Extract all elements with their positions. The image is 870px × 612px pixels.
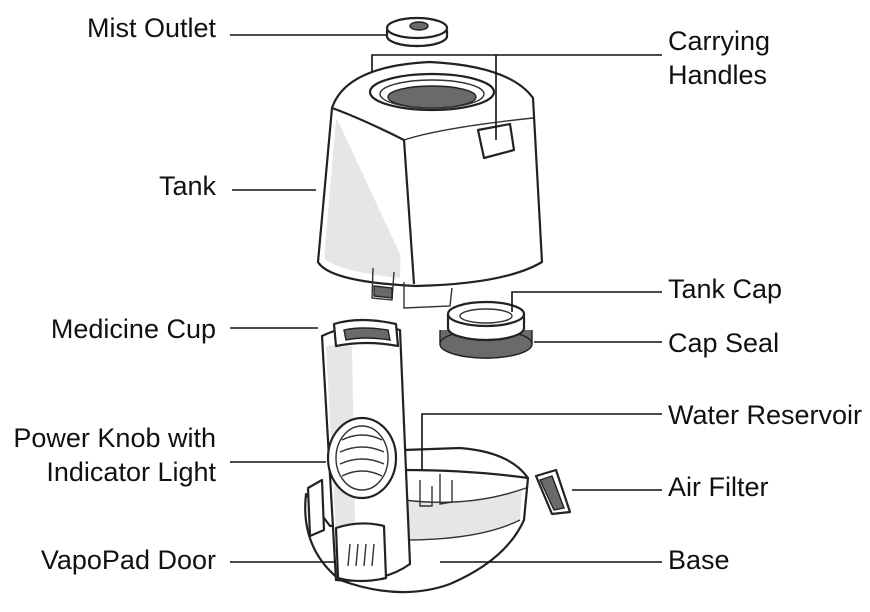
label-tank-cap: Tank Cap — [668, 274, 782, 304]
label-power-knob-line1: Power Knob with — [13, 423, 216, 453]
label-power-knob-line2: Indicator Light — [46, 457, 216, 487]
label-air-filter: Air Filter — [668, 472, 769, 502]
tank-part — [316, 60, 544, 309]
base-part — [304, 318, 530, 594]
tank-cap-part — [439, 300, 533, 359]
leader-water-reservoir — [421, 413, 662, 470]
leader-lines — [230, 34, 662, 563]
air-filter-part — [534, 468, 572, 516]
label-mist-outlet: Mist Outlet — [87, 13, 217, 43]
label-water-reservoir: Water Reservoir — [668, 400, 862, 430]
label-medicine-cup: Medicine Cup — [51, 314, 216, 344]
label-vapopad-door: VapoPad Door — [41, 545, 216, 575]
leader-carrying-handles — [371, 54, 662, 140]
label-cap-seal: Cap Seal — [668, 328, 779, 358]
label-carrying-handles-line1: Carrying — [668, 26, 770, 56]
part-labels: Mist Outlet Carrying Handles Tank Tank C… — [13, 13, 862, 575]
label-tank: Tank — [159, 171, 217, 201]
label-base: Base — [668, 545, 730, 575]
mist-outlet-part — [385, 16, 449, 48]
leader-tank-cap — [511, 291, 662, 312]
label-carrying-handles-line2: Handles — [668, 60, 767, 90]
